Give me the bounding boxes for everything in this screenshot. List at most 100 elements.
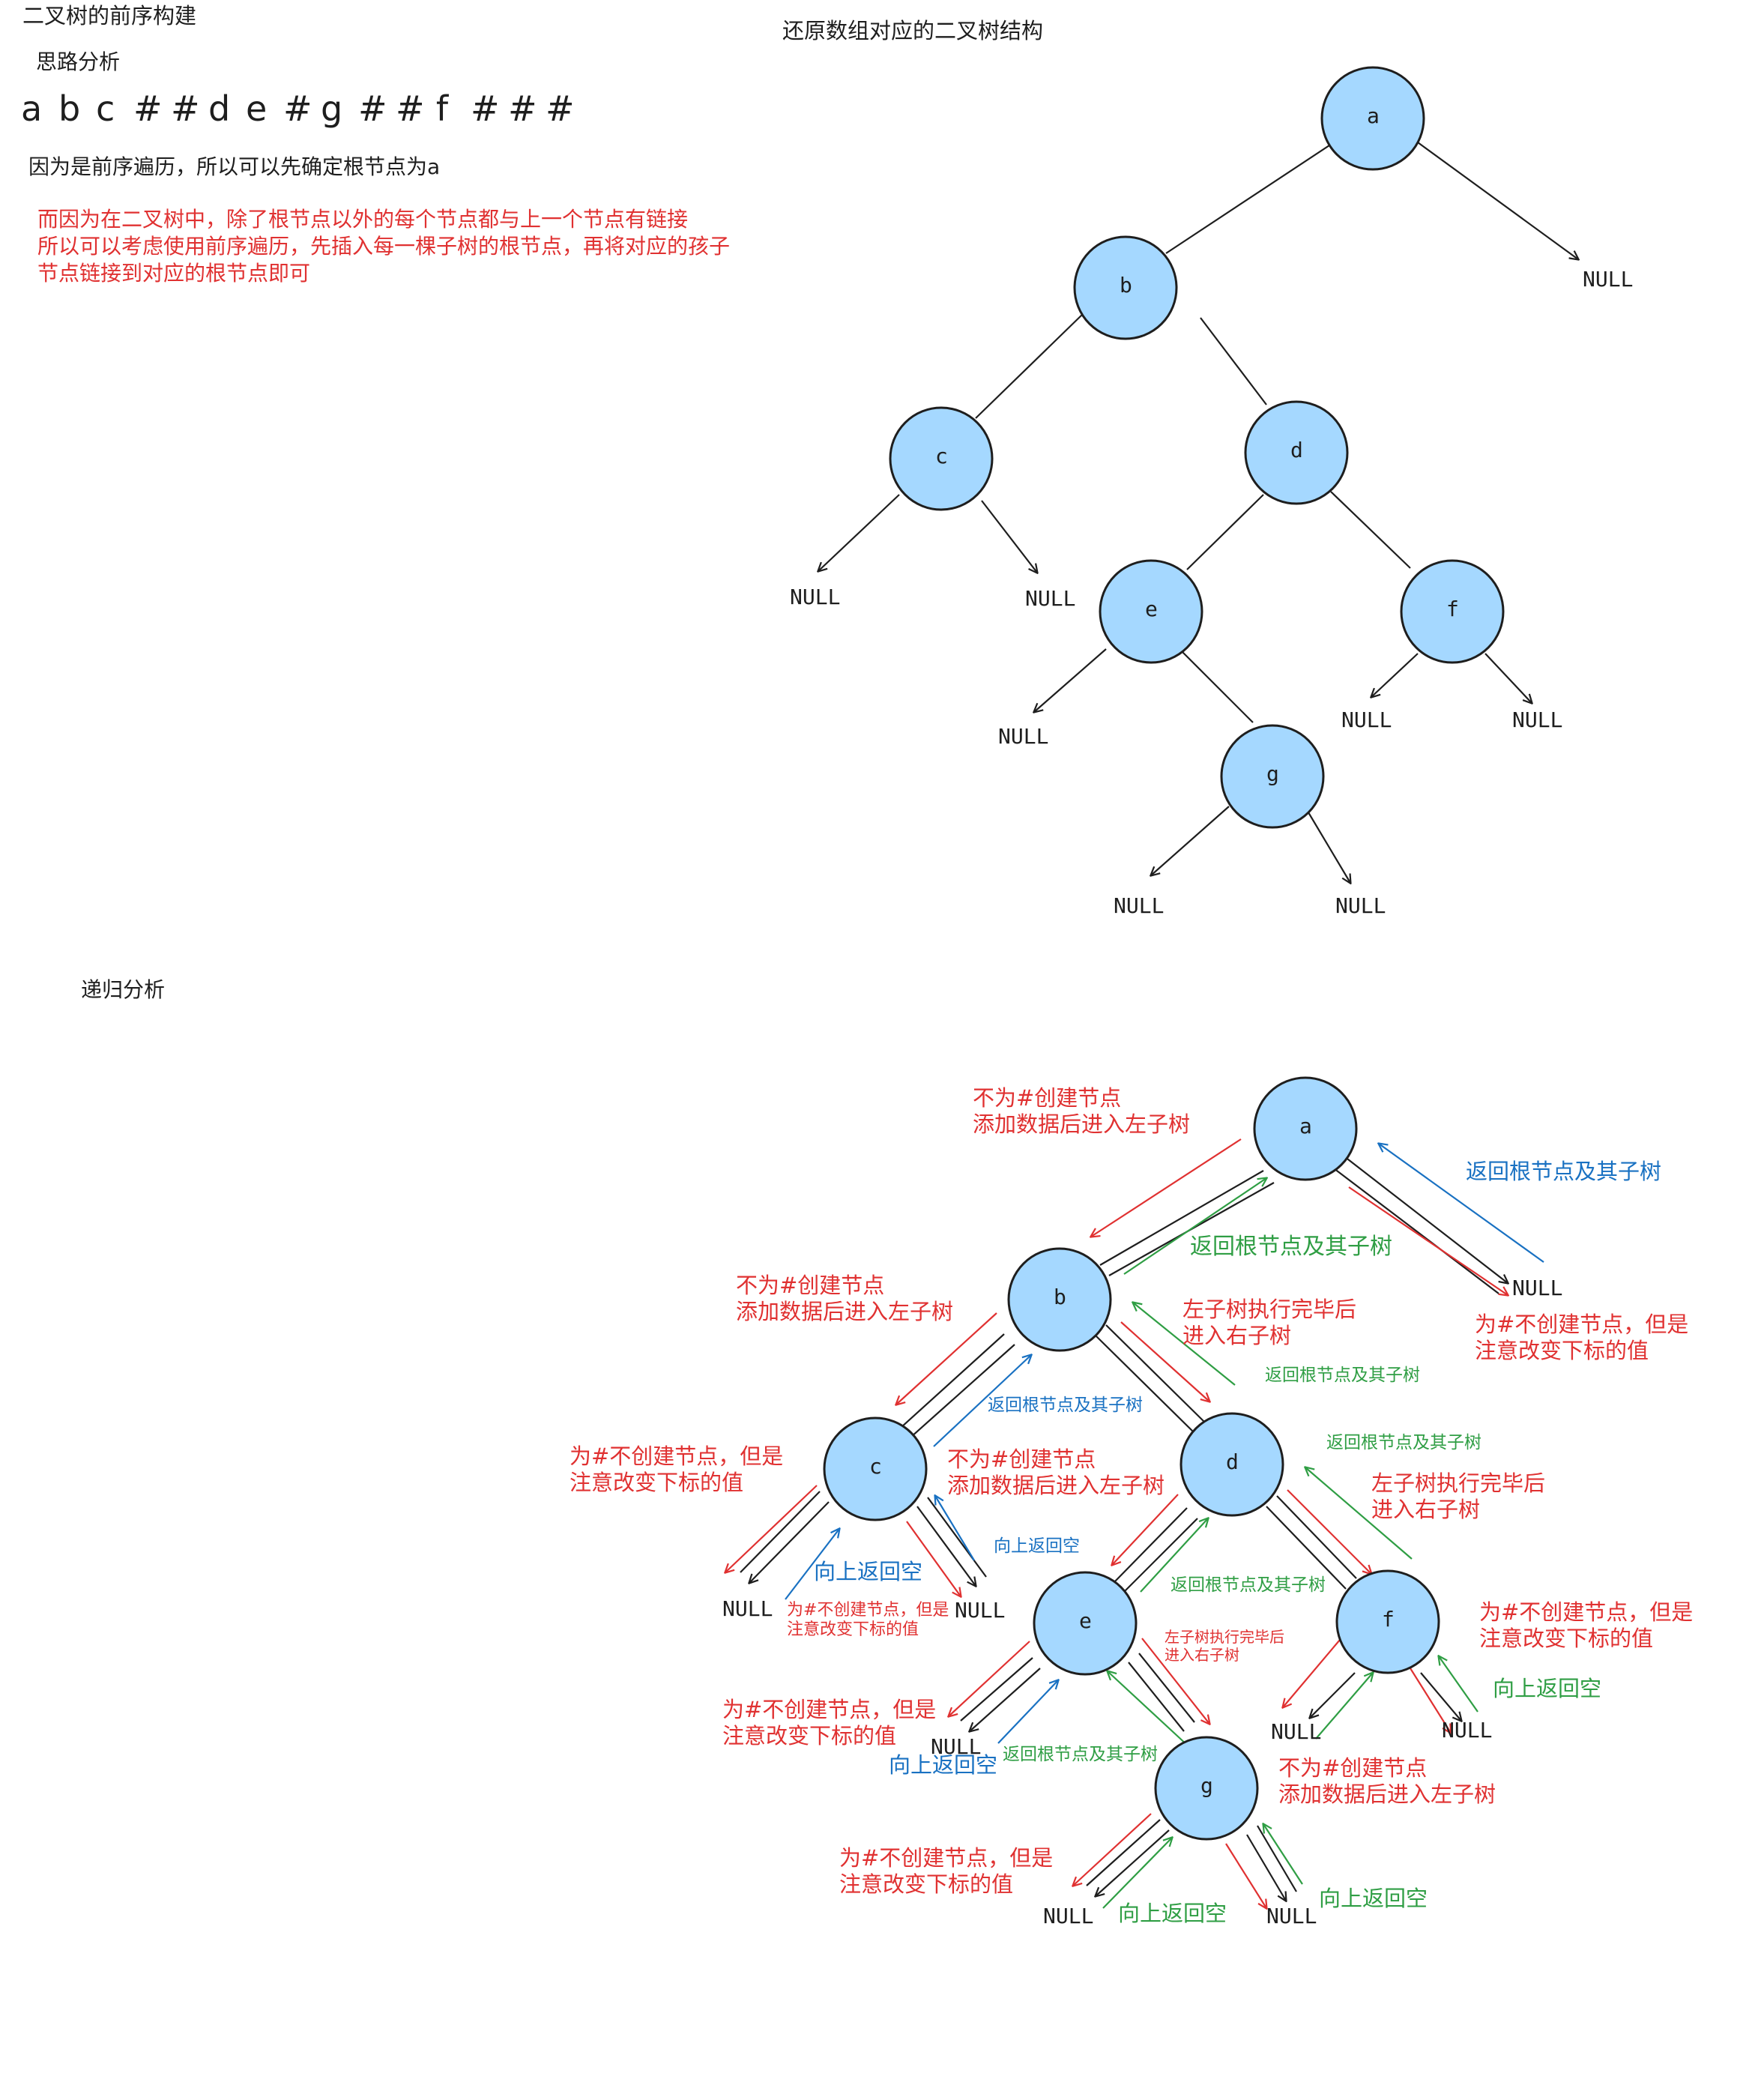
seq-item: b <box>58 88 81 129</box>
tree2-edges <box>740 1153 1508 1901</box>
t2-edge-g-null-r <box>1246 1834 1286 1901</box>
subheading-analysis: 思路分析 <box>36 49 121 74</box>
tree2-node-a-label: a <box>1299 1114 1312 1138</box>
label-c-up-right: 向上返回空 <box>994 1536 1080 1556</box>
note-red-line-3: 节点链接到对应的根节点即可 <box>37 261 311 286</box>
red-arrow-d-e <box>1112 1494 1179 1565</box>
t2-edge-e-g-2 <box>1138 1653 1195 1723</box>
t2-edge-a-b <box>1099 1170 1264 1266</box>
red-arrow-b-d <box>1120 1321 1209 1401</box>
edge-d-f <box>1330 491 1411 569</box>
t2-edge-f-null-r <box>1420 1672 1461 1721</box>
label-ret-g: 返回根节点及其子树 <box>1003 1745 1158 1764</box>
label-e-null-left: 为#不创建节点，但是 注意改变下标的值 <box>722 1697 937 1748</box>
note-red-line-1: 而因为在二叉树中，除了根节点以外的每个节点都与上一个节点有链接 <box>37 207 689 232</box>
tree1-node-b-circle <box>1073 235 1178 340</box>
tree1-null-g-right: NULL <box>1335 893 1386 918</box>
red-arrow-g-null-r <box>1225 1843 1266 1908</box>
tree1-node-e-circle <box>1099 559 1203 664</box>
red-arrow-c-null-r <box>906 1521 961 1596</box>
note-root: 因为是前序遍历，所以可以先确定根节点为a <box>28 154 441 179</box>
t2-edge-b-c <box>892 1333 1005 1435</box>
blue-arrow-c-b <box>933 1355 1031 1447</box>
label-f-null: 为#不创建节点，但是 注意改变下标的值 <box>1479 1599 1694 1651</box>
label-g-up-right: 向上返回空 <box>1319 1886 1428 1911</box>
green-arrow-b-a <box>1123 1178 1266 1275</box>
seq-item: # <box>171 88 200 129</box>
seq-item: e <box>246 88 268 129</box>
label-ret-e: 返回根节点及其子树 <box>1171 1575 1326 1595</box>
label-g-null: 为#不创建节点，但是 注意改变下标的值 <box>839 1845 1054 1897</box>
tree1-null-a-right: NULL <box>1583 267 1634 292</box>
red-arrow-e-null <box>949 1641 1030 1716</box>
label-ret-b: 返回根节点及其子树 <box>1190 1234 1392 1260</box>
edge-a-null <box>1417 142 1578 259</box>
green-arrow-g-e <box>1108 1671 1189 1747</box>
green-arrow-gnull-g-l <box>1102 1838 1172 1909</box>
tree1-null-f-left: NULL <box>1341 707 1392 732</box>
label-ret-a-right: 返回根节点及其子树 <box>1466 1159 1662 1184</box>
t2-edge-d-e-2 <box>1123 1518 1198 1593</box>
tree1-edges <box>818 142 1578 883</box>
blue-arrow-cnull-c-l <box>785 1529 839 1600</box>
seq-item: d <box>208 88 231 129</box>
green-arrow-e-d <box>1140 1518 1208 1593</box>
edge-b-d <box>1200 317 1267 405</box>
edge-g-null-right <box>1308 812 1350 883</box>
page-heading: 二叉树的前序构建 <box>22 3 197 28</box>
tree2-node-g-label: g <box>1200 1773 1213 1798</box>
label-ret-d: 返回根节点及其子树 <box>1265 1366 1420 1385</box>
tree2-node-a-circle <box>1253 1076 1358 1181</box>
t2-edge-e-null <box>970 1668 1041 1731</box>
seq-item: # <box>358 88 387 129</box>
label-c-null-right: 为#不创建节点，但是 注意改变下标的值 <box>787 1601 949 1640</box>
tree2-node-d-label: d <box>1226 1449 1239 1474</box>
label-null-a-right: 为#不创建节点，但是 注意改变下标的值 <box>1475 1312 1689 1363</box>
tree1-node-b-label: b <box>1120 273 1132 298</box>
blue-arrow-enull-e <box>997 1680 1058 1744</box>
tree1-node-e-label: e <box>1145 597 1158 621</box>
tree1-node-g-label: g <box>1266 761 1279 786</box>
tree2-null-g-right: NULL <box>1266 1904 1317 1928</box>
red-arrow-f-null-l <box>1283 1639 1341 1707</box>
tree1-node-a-label: a <box>1367 103 1380 128</box>
edge-e-g <box>1180 650 1254 723</box>
label-enter-d: 不为#创建节点 添加数据后进入左子树 <box>947 1446 1165 1498</box>
label-b-left-done: 左子树执行完毕后 进入右子树 <box>1182 1297 1357 1348</box>
tree2-null-f-right: NULL <box>1442 1718 1493 1743</box>
tree2-node-f-circle <box>1335 1569 1440 1674</box>
label-d-left-done: 左子树执行完毕后 进入右子树 <box>1371 1470 1546 1522</box>
tree-title: 还原数组对应的二叉树结构 <box>782 18 1044 43</box>
t2-edge-b-c-2 <box>903 1344 1015 1444</box>
t2-edge-a-null-2 <box>1330 1165 1499 1294</box>
tree2-null-c-right: NULL <box>955 1598 1006 1623</box>
note-red-line-2: 所以可以考虑使用前序遍历，先插入每一棵子树的根节点，再将对应的孩子 <box>37 234 731 259</box>
red-arrow-c-null-l <box>725 1485 818 1572</box>
tree1-node-g-circle <box>1220 724 1325 829</box>
tree1-node-c-label: c <box>935 444 948 468</box>
tree2-null-e-left: NULL <box>931 1734 982 1759</box>
label-enter-g: 不为#创建节点 添加数据后进入左子树 <box>1278 1755 1496 1807</box>
tree2-green-arrows <box>1102 1178 1478 1909</box>
tree2-null-c-left: NULL <box>722 1596 773 1621</box>
tree2-node-b-circle <box>1007 1247 1112 1352</box>
tree2-nodes <box>823 1076 1440 1841</box>
tree1-null-g-left: NULL <box>1114 893 1165 918</box>
t2-edge-e-g <box>1128 1662 1185 1732</box>
blue-arrow-null-a <box>1379 1144 1544 1263</box>
tree1-node-f-circle <box>1400 559 1505 664</box>
t2-edge-d-e <box>1113 1507 1188 1584</box>
label-enter-b: 不为#创建节点 添加数据后进入左子树 <box>736 1273 954 1324</box>
tree1-node-c-circle <box>889 406 994 511</box>
label-enter-a: 不为#创建节点 添加数据后进入左子树 <box>973 1085 1191 1137</box>
tree1-null-c-left: NULL <box>790 585 841 609</box>
edge-b-c <box>975 313 1084 419</box>
t2-edge-c-null-r-2 <box>927 1497 987 1578</box>
tree2-null-a-right: NULL <box>1512 1276 1563 1300</box>
tree2-null-g-left: NULL <box>1043 1904 1094 1928</box>
tree1-nodes <box>889 66 1505 829</box>
label-ret-f: 返回根节点及其子树 <box>1326 1433 1481 1452</box>
seq-item: # <box>546 88 575 129</box>
